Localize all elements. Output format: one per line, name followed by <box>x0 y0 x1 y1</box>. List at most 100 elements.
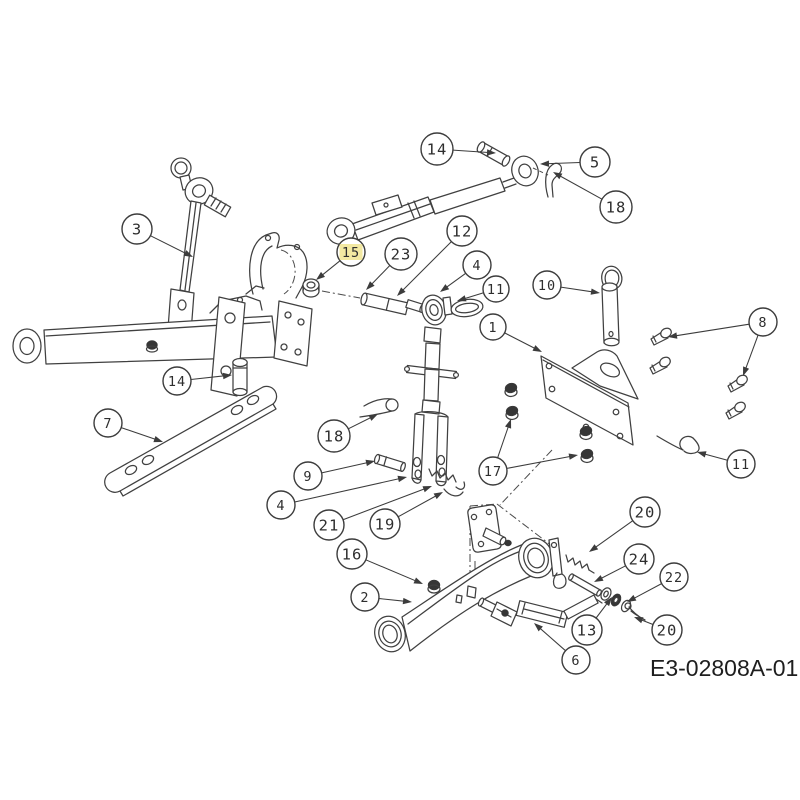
callout-balloon[interactable] <box>121 213 153 245</box>
leader-arrow-icon <box>222 372 232 380</box>
callout-2[interactable]: 2 <box>350 582 412 612</box>
bail-handle <box>442 296 484 318</box>
callout-14-left[interactable]: 14 <box>162 366 232 396</box>
callout-6[interactable]: 6 <box>534 623 591 675</box>
callout-21[interactable]: 21 <box>313 486 432 541</box>
callout-number: 15 <box>342 245 360 261</box>
callout-number: 24 <box>629 551 650 569</box>
callout-balloon[interactable] <box>369 508 401 540</box>
callout-balloon[interactable] <box>482 275 510 303</box>
callout-19[interactable]: 19 <box>369 492 443 540</box>
drawbar <box>104 385 278 497</box>
callout-number: 2 <box>360 590 369 606</box>
callout-number: 14 <box>427 141 448 159</box>
callout-14-top[interactable]: 14 <box>420 132 496 166</box>
callout-number: 19 <box>375 516 396 534</box>
drawbar-pin <box>232 357 248 397</box>
callout-balloon[interactable] <box>479 313 507 341</box>
callout-balloon[interactable] <box>659 562 689 592</box>
callout-number: 17 <box>484 464 502 480</box>
leader-line <box>342 486 431 521</box>
callout-balloon[interactable] <box>579 146 611 178</box>
callout-8[interactable]: 8 <box>668 307 778 376</box>
leader-arrow-icon <box>365 459 375 467</box>
leader-arrow-icon <box>183 250 193 257</box>
callout-22[interactable]: 22 <box>627 562 689 602</box>
callout-4-lower[interactable]: 4 <box>266 475 407 520</box>
callout-17[interactable]: 17 <box>478 419 578 486</box>
callout-balloon[interactable] <box>336 538 368 570</box>
ring-pin <box>601 265 623 347</box>
callout-7[interactable]: 7 <box>93 408 163 443</box>
callout-balloon[interactable] <box>478 456 508 486</box>
upper-lift-arm <box>12 285 313 367</box>
ball-joint-upper <box>421 294 447 326</box>
leader-arrow-icon <box>316 271 325 280</box>
callout-number: 7 <box>103 416 112 432</box>
leader-arrow-icon <box>402 597 412 605</box>
anchor-plate <box>540 349 639 446</box>
callout-balloon[interactable] <box>266 490 296 520</box>
callout-number: 11 <box>732 457 750 473</box>
top-lynch-pin <box>476 141 511 167</box>
callout-4-upper[interactable]: 4 <box>440 250 492 292</box>
callout-13[interactable]: 13 <box>571 597 612 646</box>
callout-balloon[interactable] <box>726 449 756 479</box>
callout-16[interactable]: 16 <box>336 538 423 584</box>
leader-arrow-icon <box>668 332 678 339</box>
callout-number: 16 <box>342 546 363 564</box>
callout-balloon[interactable] <box>629 496 661 528</box>
callout-20-lower[interactable]: 20 <box>634 614 683 646</box>
callout-number: 5 <box>590 154 600 172</box>
callout-9[interactable]: 9 <box>293 459 375 491</box>
callout-15[interactable]: 15 <box>316 237 366 280</box>
callout-balloon[interactable] <box>162 366 192 396</box>
leader-arrow-icon <box>540 160 550 167</box>
callout-balloon[interactable] <box>561 645 591 675</box>
callout-balloon[interactable] <box>293 461 323 491</box>
leader-line <box>321 460 374 474</box>
callout-number: 20 <box>635 504 656 522</box>
callout-balloon[interactable] <box>93 408 123 438</box>
callout-balloon[interactable] <box>651 614 683 646</box>
mounting-plate <box>467 504 512 553</box>
callout-balloon[interactable] <box>599 190 633 224</box>
leader-arrow-icon <box>397 287 406 296</box>
leader-arrow-icon <box>397 475 407 483</box>
leader-arrow-icon <box>553 172 563 180</box>
callout-10[interactable]: 10 <box>532 270 600 300</box>
callout-balloon[interactable] <box>532 270 562 300</box>
callout-balloon[interactable] <box>571 614 603 646</box>
callout-3[interactable]: 3 <box>121 213 193 257</box>
callout-23[interactable]: 23 <box>366 237 418 290</box>
callout-24[interactable]: 24 <box>594 543 655 582</box>
callout-balloon[interactable] <box>420 132 454 166</box>
callout-number: 20 <box>657 622 678 640</box>
callout-balloon[interactable] <box>384 237 418 271</box>
callout-balloon[interactable] <box>748 307 778 337</box>
callout-number: 1 <box>488 320 497 336</box>
callout-20-upper[interactable]: 20 <box>589 496 661 552</box>
callout-balloon[interactable] <box>623 543 655 575</box>
callout-18-top[interactable]: 18 <box>553 172 633 224</box>
callout-balloon[interactable] <box>317 419 351 453</box>
callout-5[interactable]: 5 <box>540 146 611 178</box>
leader-line <box>397 492 442 518</box>
leader-line <box>506 454 577 469</box>
callout-balloon[interactable] <box>446 215 478 247</box>
callout-11-right[interactable]: 11 <box>697 449 756 479</box>
callout-balloon[interactable] <box>350 582 380 612</box>
callout-18-mid[interactable]: 18 <box>317 414 378 453</box>
callout-balloon[interactable] <box>462 250 492 280</box>
drawing-number: E3-02808A-01 <box>650 655 798 681</box>
leader-arrow-icon <box>486 149 496 156</box>
callout-1[interactable]: 1 <box>479 313 542 352</box>
callout-number: 8 <box>758 315 767 331</box>
callout-balloon[interactable] <box>313 509 345 541</box>
callout-11-upper[interactable]: 11 <box>457 275 510 303</box>
callout-number: 6 <box>571 653 580 669</box>
callout-12[interactable]: 12 <box>397 215 478 296</box>
leader-line <box>590 520 634 552</box>
flange-nuts <box>504 382 594 464</box>
top-r-clip <box>545 162 563 198</box>
